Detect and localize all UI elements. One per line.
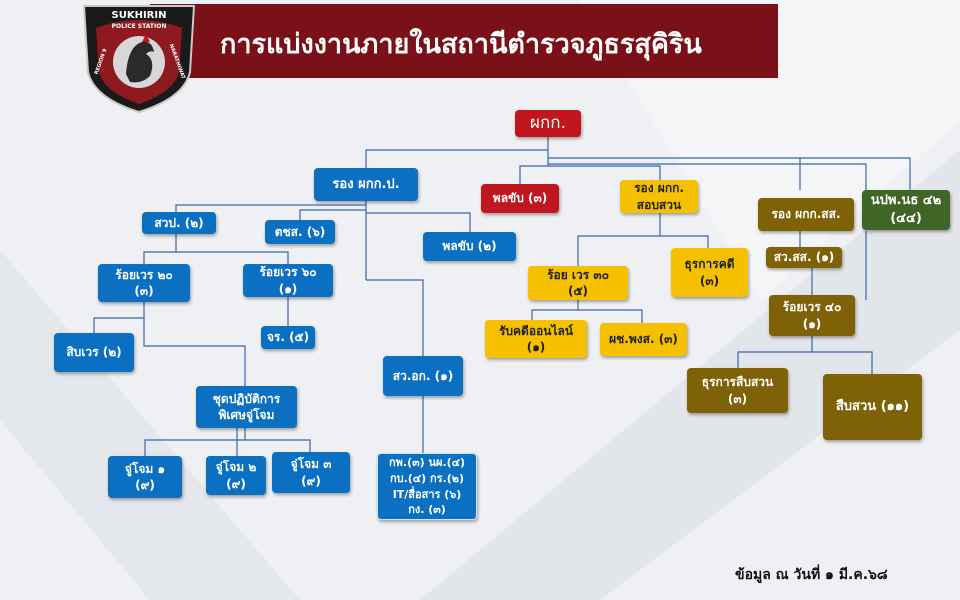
node-assistant-inquiry: ผช.พงส. (๓): [600, 323, 687, 356]
node-squad-20-line1: ร้อยเวร ๒๐: [115, 267, 173, 282]
node-squad-30: ร้อย เวร ๓๐ (๕): [528, 266, 628, 300]
node-admin-staff-line3: IT/สื่อสาร (๖): [392, 487, 462, 501]
police-station-logo: SUKHIRIN POLICE STATION REGION 9 NARATHI…: [82, 5, 196, 114]
node-investigation-label: สืบสวน (๑๑): [835, 399, 910, 415]
node-case-admin-line2: (๓): [699, 273, 720, 288]
node-sw-ss: สว.สส. (๑): [766, 247, 842, 268]
node-admin-staff-line4: กง. (๓): [408, 503, 446, 517]
node-assault-3: จู่โจม ๓ (๙): [272, 452, 350, 493]
node-online-case-line1: รับคดีออนไลน์: [498, 323, 574, 338]
node-assault-1: จู่โจม ๑ (๙): [108, 456, 182, 498]
node-sw-ss-label: สว.สส. (๑): [773, 250, 835, 265]
node-squad-40: ร้อยเวร ๔๐ (๑): [769, 295, 855, 336]
node-assault-2-line1: จู่โจม ๒: [215, 460, 257, 475]
node-investigation: สืบสวน (๑๑): [823, 374, 922, 440]
logo-top-text: SUKHIRIN: [112, 10, 167, 21]
node-deputy-admin: รอง ผกก.ป.: [314, 168, 418, 201]
node-swp-label: สวป. (๒): [154, 215, 204, 230]
node-head-label: ผกก.: [530, 113, 566, 134]
node-deputy-admin-label: รอง ผกก.ป.: [332, 176, 400, 192]
node-driver-2: พลขับ (๒): [423, 232, 516, 261]
node-inv-admin-line1: ธุรการสืบสวน: [701, 375, 774, 390]
node-assault-2: จู่โจม ๒ (๙): [206, 456, 266, 495]
node-special-ops: ชุดปฏิบัติการ พิเศษจู่โจม: [196, 386, 297, 428]
node-driver-3: พลขับ (๓): [481, 184, 559, 213]
node-squad-20: ร้อยเวร ๒๐ (๓): [98, 264, 190, 302]
node-assault-3-line2: (๙): [301, 473, 321, 488]
node-admin-staff-line1: กพ.(๓) นผ.(๔): [388, 455, 466, 469]
node-assault-1-line1: จู่โจม ๑: [124, 461, 166, 476]
node-driver-3-label: พลขับ (๓): [492, 191, 548, 206]
node-npw: นปพ.นธ ๔๒ (๔๔): [862, 190, 950, 230]
node-assault-3-line1: จู่โจม ๓: [290, 457, 332, 472]
node-case-admin-line1: ธุรการคดี: [684, 257, 735, 272]
node-special-ops-line2: พิเศษจู่โจม: [218, 408, 275, 422]
node-deputy-ss: รอง ผกก.สส.: [758, 198, 854, 231]
node-assault-2-line2: (๙): [226, 476, 246, 491]
node-squad-40-line2: (๑): [802, 316, 822, 331]
logo-sub-text: POLICE STATION: [112, 23, 167, 30]
node-deputy-ss-label: รอง ผกก.สส.: [771, 207, 841, 222]
node-squad-20-line2: (๓): [134, 284, 154, 298]
node-npw-line1: นปพ.นธ ๔๒: [870, 193, 942, 209]
node-tcs: ตชส. (๖): [265, 220, 335, 244]
page-title: การแบ่งงานภายในสถานีตำรวจภูธรสุคิริน: [220, 29, 702, 60]
node-squad-60: ร้อยเวร ๖๐ (๑): [243, 264, 333, 297]
node-tcs-label: ตชส. (๖): [274, 224, 326, 239]
node-online-case-line2: (๑): [526, 340, 546, 354]
node-assistant-inquiry-label: ผช.พงส. (๓): [609, 332, 678, 347]
node-head: ผกก.: [515, 110, 581, 137]
node-squad-60-line2: (๑): [278, 281, 298, 296]
node-squad-60-line1: ร้อยเวร ๖๐: [259, 265, 317, 280]
node-case-admin: ธุรการคดี (๓): [671, 248, 748, 297]
node-inv-admin: ธุรการสืบสวน (๓): [687, 368, 788, 413]
node-admin-staff: กพ.(๓) นผ.(๔) กบ.(๔) กร.(๒) IT/สื่อสาร (…: [377, 453, 477, 520]
node-inv-admin-line2: (๓): [727, 391, 748, 406]
node-sibwen-label: สิบเวร (๒): [66, 345, 122, 360]
node-sibwen: สิบเวร (๒): [54, 333, 134, 372]
node-swp: สวป. (๒): [142, 212, 216, 234]
header-banner: [150, 4, 778, 78]
node-admin-chief-label: สว.อก. (๑): [392, 368, 454, 383]
node-jr: จร. (๕): [261, 326, 315, 349]
node-special-ops-line1: ชุดปฏิบัติการ: [212, 391, 281, 406]
node-squad-40-line1: ร้อยเวร ๔๐: [782, 300, 842, 315]
node-assault-1-line2: (๙): [135, 478, 155, 492]
node-deputy-investigation: รอง ผกก. สอบสวน: [620, 180, 698, 213]
node-squad-30-line2: (๕): [567, 284, 589, 298]
node-squad-30-line1: ร้อย เวร ๓๐: [547, 267, 609, 282]
node-driver-2-label: พลขับ (๒): [442, 239, 497, 254]
node-npw-line2: (๔๔): [890, 211, 922, 226]
node-online-case: รับคดีออนไลน์ (๑): [485, 320, 587, 358]
node-deputy-investigation-line2: สอบสวน: [636, 197, 682, 212]
node-admin-chief: สว.อก. (๑): [383, 356, 463, 396]
node-admin-staff-line2: กบ.(๔) กร.(๒): [389, 471, 465, 485]
node-deputy-investigation-line1: รอง ผกก.: [634, 181, 684, 196]
data-date-note: ข้อมูล ณ วันที่ ๑ มี.ค.๖๘: [735, 567, 888, 583]
node-jr-label: จร. (๕): [266, 330, 310, 345]
